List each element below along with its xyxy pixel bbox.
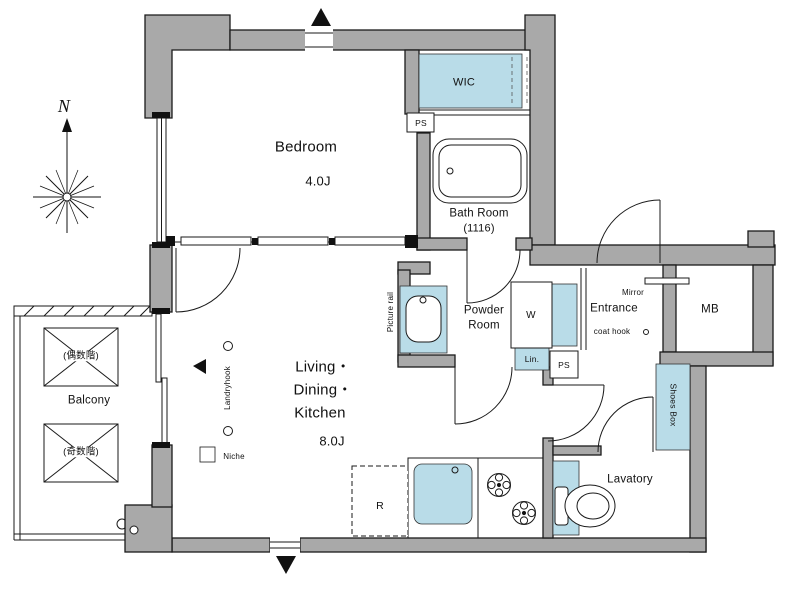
stove-burner-1 [487, 473, 511, 497]
powder-door [454, 366, 513, 425]
door-swings [175, 199, 661, 453]
bath-name: Bath Room [449, 207, 509, 220]
ldk-label-line2: Dining・ [293, 381, 353, 399]
bathtub [432, 138, 528, 204]
wic-closet-area [418, 53, 523, 109]
ps-upper-box [406, 112, 435, 133]
sink-faucet [451, 466, 459, 474]
ps-lower-label: PS [558, 359, 570, 370]
refrigerator-label: R [376, 499, 384, 512]
balcony-odd-floor-label: (奇数階) [61, 446, 101, 458]
vent-top [305, 8, 333, 52]
windows [152, 112, 170, 448]
walls [124, 14, 776, 553]
refrigerator-space [351, 465, 409, 537]
compass-rose [33, 118, 101, 233]
linen-label: Lin. [524, 353, 540, 364]
vent-bottom [270, 536, 300, 574]
ldk-door [547, 384, 605, 442]
blue-areas [399, 53, 691, 536]
ps-upper-label: PS [415, 117, 427, 128]
stove-burner-2 [512, 501, 536, 525]
pointer-marker [193, 359, 206, 374]
powder-room-label-line1: Powder [463, 304, 505, 317]
balcony-sliding-door [155, 313, 162, 383]
picture-rail-label: Picture rail [386, 291, 395, 333]
balcony-even-floor-label: (偶数階) [61, 350, 101, 362]
bedroom-name: Bedroom [274, 138, 338, 156]
coat-hook-label: coat hook [593, 327, 631, 336]
thin-lines [166, 57, 587, 350]
entrance-label: Entrance [590, 302, 638, 315]
washer-box [510, 281, 553, 349]
ldk-label-line3: Kitchen [294, 404, 346, 422]
niche-label: Niche [223, 452, 245, 461]
washbasin [405, 295, 442, 343]
bedroom-partition [166, 235, 418, 248]
fixtures [193, 112, 690, 528]
mirror-bar [644, 277, 690, 285]
mirror-label: Mirror [621, 288, 645, 297]
wic-label: WIC [453, 76, 475, 89]
entrance-door [596, 199, 661, 264]
toilet [554, 484, 616, 528]
pillar-marker [129, 525, 139, 535]
lavatory-door [597, 396, 654, 453]
shoes-box-area [655, 363, 691, 451]
balcony-label: Balcony [67, 394, 111, 407]
bedroom-size: 4.0J [305, 173, 331, 189]
balcony-structure [13, 305, 153, 541]
ldk-label-line1: Living・ [295, 358, 351, 376]
lavatory-label: Lavatory [607, 473, 653, 486]
powder-room-label-line2: Room [468, 319, 500, 332]
compass-north-label: N [57, 96, 71, 116]
washer-label: W [526, 310, 536, 321]
washer-side-cabinet [550, 283, 578, 347]
bath-door [466, 249, 521, 304]
balcony-hatch-upper [43, 327, 119, 387]
laundry-hook-dot-top [223, 341, 233, 351]
niche-box [199, 446, 216, 463]
coat-hook-dot [643, 329, 649, 335]
ps-lower-box [549, 350, 579, 379]
bedroom-door [175, 247, 241, 313]
balcony-hatch-lower [43, 423, 119, 483]
laundry-hook-dot-bottom [223, 426, 233, 436]
ldk-size: 8.0J [319, 433, 345, 449]
kitchen-sink [413, 463, 473, 525]
shoes-box-label: Shoes Box [668, 383, 679, 427]
meter-box-label: MB [701, 303, 719, 316]
laundry-hook-label: Landryhook [223, 366, 232, 410]
bath-size: (1116) [463, 222, 495, 235]
